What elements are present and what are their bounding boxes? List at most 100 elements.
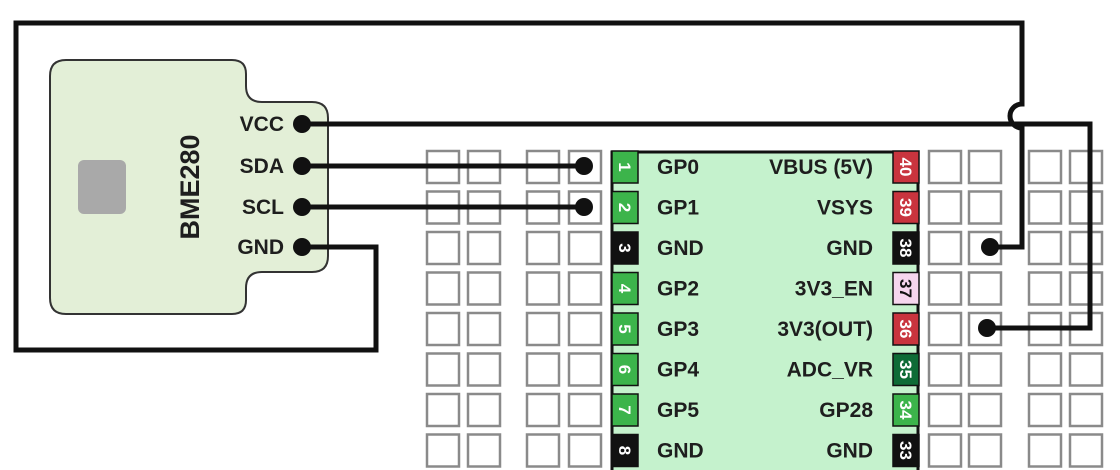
wire-gnd-end-dot: [981, 238, 999, 256]
pin-number: 36: [896, 320, 915, 339]
breadboard-hole: [567, 271, 603, 306]
sensor-pin-label: GND: [237, 236, 284, 259]
pin-label: GND: [657, 440, 704, 463]
pin-label: GP28: [819, 399, 873, 422]
breadboard-hole: [567, 392, 603, 428]
sensor-pin-scl: SCL: [242, 196, 311, 219]
pico-pin-34: 34 GP28: [819, 393, 920, 427]
breadboard-hole: [927, 392, 963, 428]
breadboard-hole: [1027, 392, 1063, 428]
sensor-title: BME280: [175, 134, 205, 239]
sensor-pin-vcc: VCC: [240, 113, 311, 136]
breadboard-hole: [425, 311, 461, 347]
breadboard: [425, 149, 1104, 468]
pico-pin-40: 40 VBUS (5V): [769, 150, 920, 184]
breadboard-hole: [425, 271, 461, 306]
wires: [13, 20, 1093, 353]
breadboard-hole: [525, 392, 561, 428]
pin-pad: [892, 352, 920, 387]
breadboard-hole: [1068, 433, 1104, 468]
breadboard-hole: [525, 271, 561, 306]
pin-pad: [611, 231, 639, 265]
breadboard-hole: [927, 149, 963, 185]
sensor-pin-label: SDA: [240, 155, 284, 178]
pin-pad: [611, 150, 639, 184]
pin-number: 7: [615, 405, 634, 414]
breadboard-hole: [927, 352, 963, 387]
breadboard-hole: [967, 392, 1003, 428]
pin-label: GP1: [657, 197, 699, 220]
breadboard-hole: [1027, 149, 1063, 185]
pin-pad: [892, 271, 920, 306]
breadboard-hole: [1027, 190, 1063, 225]
pin-number: 40: [896, 158, 915, 177]
pin-number: 38: [896, 239, 915, 258]
pin-number: 1: [615, 162, 634, 171]
breadboard-hole: [567, 311, 603, 347]
sensor-pin-label: SCL: [242, 196, 284, 219]
pin-label: ADC_VR: [787, 359, 873, 382]
pin-label: GP5: [657, 399, 699, 422]
pin-number: 8: [615, 446, 634, 455]
breadboard-hole: [425, 433, 461, 468]
breadboard-hole: [1068, 352, 1104, 387]
pico-pin-7: 7 GP5: [611, 393, 699, 427]
pin-label: GP3: [657, 318, 699, 341]
pin-label: VBUS (5V): [769, 156, 873, 179]
sensor-pin-label: VCC: [240, 113, 284, 136]
sensor-chip: [78, 160, 126, 214]
breadboard-hole: [1027, 230, 1063, 266]
breadboard-hole: [927, 271, 963, 306]
pin-number: 39: [896, 198, 915, 217]
breadboard-hole: [425, 230, 461, 266]
pin-pad: [611, 352, 639, 387]
breadboard-hole: [466, 433, 502, 468]
breadboard-hole: [425, 392, 461, 428]
breadboard-hole: [967, 271, 1003, 306]
pin-pad: [611, 393, 639, 427]
breadboard-hole: [425, 352, 461, 387]
pin-pad: [611, 271, 639, 306]
pin-label: 3V3(OUT): [777, 318, 873, 341]
pin-pad: [892, 433, 920, 468]
pin-pad: [892, 231, 920, 265]
pin-pad: [611, 433, 639, 468]
pin-number: 34: [896, 401, 915, 420]
breadboard-hole: [567, 230, 603, 266]
wire-sda-end-dot: [575, 157, 593, 175]
wire-vcc-end-dot: [978, 319, 996, 337]
pin-pad: [611, 190, 639, 225]
pin-label: VSYS: [817, 197, 873, 220]
breadboard-hole: [967, 352, 1003, 387]
breadboard-hole: [1068, 271, 1104, 306]
breadboard-hole: [466, 311, 502, 347]
breadboard-hole: [1027, 271, 1063, 306]
pin-number: 37: [896, 279, 915, 298]
breadboard-hole: [466, 271, 502, 306]
breadboard-hole: [525, 311, 561, 347]
breadboard-hole: [1068, 190, 1104, 225]
breadboard-hole: [466, 352, 502, 387]
breadboard-hole: [927, 433, 963, 468]
pin-label: GND: [826, 440, 873, 463]
breadboard-hole: [1068, 149, 1104, 185]
pico-pin-33: 33 GND: [826, 433, 920, 468]
breadboard-hole: [927, 230, 963, 266]
pin-number: 33: [896, 441, 915, 460]
breadboard-hole: [567, 433, 603, 468]
pin-pad: [892, 312, 920, 346]
pin-pad: [892, 150, 920, 184]
sensor-pin-gnd: GND: [237, 236, 311, 259]
pin-pad: [892, 190, 920, 225]
breadboard-hole: [466, 230, 502, 266]
pin-pad: [892, 393, 920, 427]
breadboard-hole: [1027, 433, 1063, 468]
pico-pin-39: 39 VSYS: [817, 190, 920, 225]
